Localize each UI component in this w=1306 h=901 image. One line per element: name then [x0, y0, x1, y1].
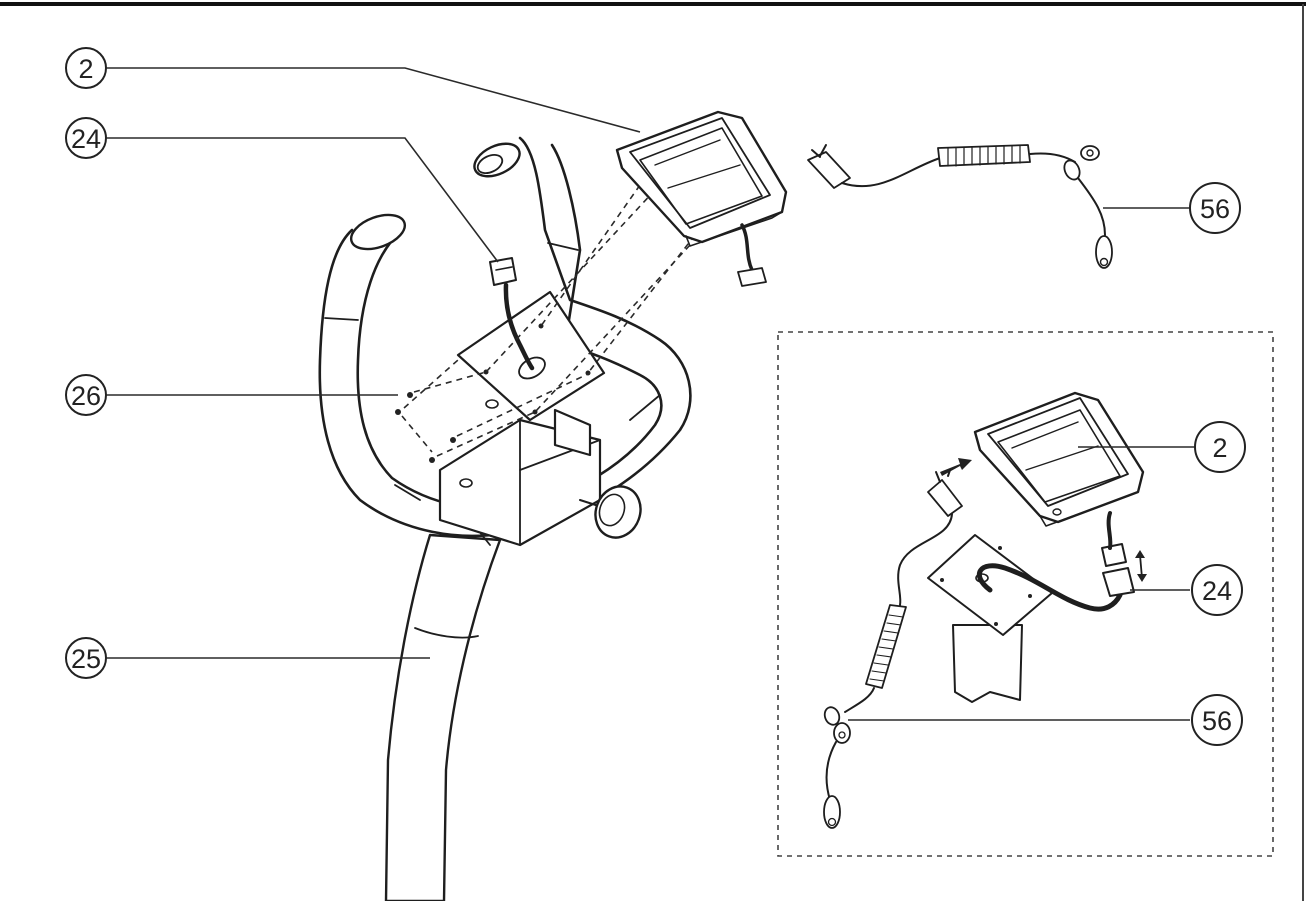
callout-2-inset: 2: [1194, 421, 1246, 473]
callout-2-main-label: 2: [78, 54, 93, 84]
inset-post-stub: [952, 624, 1023, 703]
main-console-cable: [489, 257, 535, 371]
callout-25-main-label: 25: [71, 644, 101, 674]
callout-2-main: 2: [65, 47, 107, 89]
callout-25-main: 25: [65, 637, 107, 679]
callout-56-main-label: 56: [1200, 194, 1230, 224]
callout-24-inset: 24: [1191, 564, 1243, 616]
inset-leaders: [848, 446, 1195, 721]
inset-detail: 2 24 56: [777, 331, 1274, 857]
mounting-screws: [395, 359, 591, 463]
inset-pulse-sensor: [823, 469, 963, 829]
inset-plate: [927, 534, 1053, 636]
console-projection-lines: [485, 184, 696, 413]
callout-56-main: 56: [1189, 182, 1241, 234]
inset-console: [973, 391, 1145, 527]
callout-24-inset-label: 24: [1202, 576, 1232, 606]
callout-56-inset: 56: [1191, 694, 1243, 746]
insert-arrow-icon: [940, 458, 972, 476]
callout-24-main: 24: [65, 117, 107, 159]
callout-26-main: 26: [65, 374, 107, 416]
stem-bracket: [438, 399, 642, 547]
inset-console-cable: [976, 511, 1147, 612]
main-pulse-sensor: [807, 144, 1113, 269]
callout-24-main-label: 24: [71, 124, 101, 154]
main-leaders: [105, 67, 1190, 659]
column-post: [384, 533, 502, 901]
callout-26-main-label: 26: [71, 381, 101, 411]
main-console: [615, 110, 788, 287]
callout-56-inset-label: 56: [1202, 706, 1232, 736]
callout-2-inset-label: 2: [1212, 433, 1227, 463]
